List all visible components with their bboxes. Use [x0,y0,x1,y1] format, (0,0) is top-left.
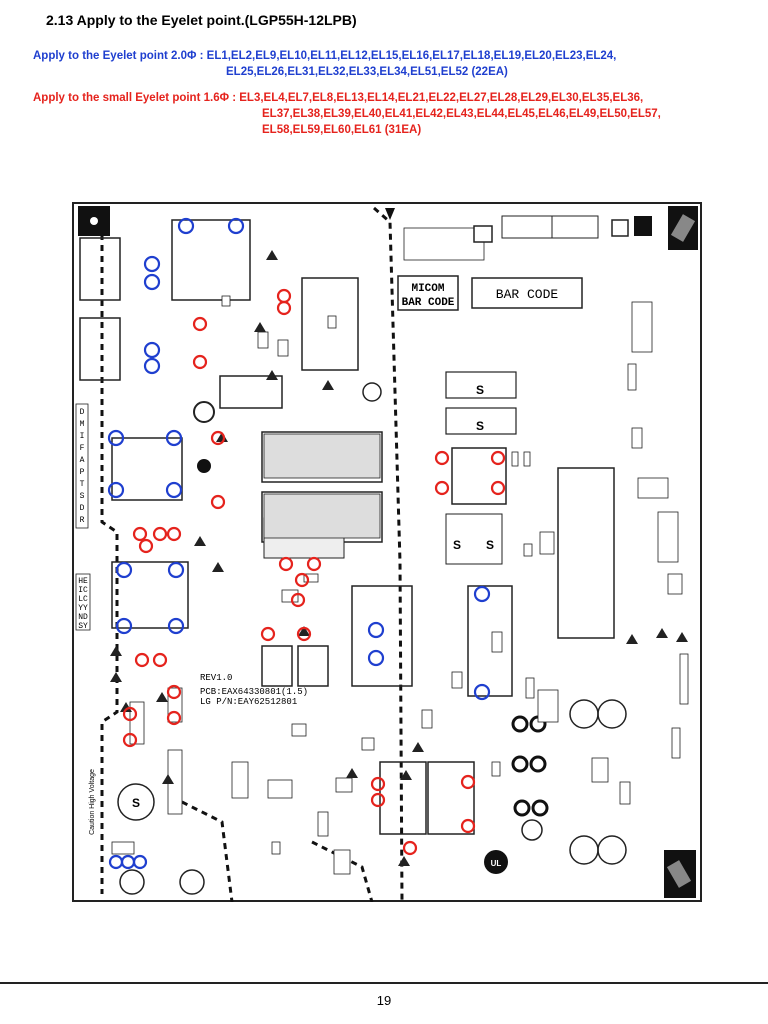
svg-text:YY: YY [78,604,88,613]
red-eyelet-line-3: EL58,EL59,EL60,EL61 (31EA) [262,124,422,136]
svg-text:S: S [80,492,85,501]
pcb-board-diagram: MICOM BAR CODE BAR CODE S S S S S D M I … [72,202,702,902]
revision-label: REV1.0 [200,673,232,683]
micom-barcode-label: BAR CODE [402,297,455,309]
svg-text:LC: LC [78,595,88,604]
svg-text:I: I [80,432,85,441]
lg-part-number: LG P/N:EAY62512801 [200,697,297,707]
caution-high-voltage: Caution High Voltage [89,769,96,835]
svg-text:D: D [80,504,85,513]
s-mark: S [476,419,484,433]
svg-text:M: M [80,420,85,429]
section-heading: 2.13 Apply to the Eyelet point.(LGP55H-1… [46,12,357,28]
svg-text:A: A [80,456,85,465]
pcb-part-number: PCB:EAX64330801(1.5) [200,687,308,697]
svg-text:P: P [80,468,85,477]
s-mark: S [453,538,461,552]
svg-text:ND: ND [78,613,88,622]
svg-text:F: F [80,444,85,453]
svg-text:UL: UL [491,859,502,868]
red-eyelet-line-1: Apply to the small Eyelet point 1.6Φ : E… [33,92,644,104]
footer-rule [0,982,768,984]
blue-eyelet-line-2: EL25,EL26,EL31,EL32,EL33,EL34,EL51,EL52 … [226,66,508,78]
red-eyelet-group [122,288,506,856]
s-mark: S [476,383,484,397]
svg-text:SY: SY [78,622,88,631]
red-eyelet-line-2: EL37,EL38,EL39,EL40,EL41,EL42,EL43,EL44,… [262,108,661,120]
blue-eyelet-line-1: Apply to the Eyelet point 2.0Φ : EL1,EL2… [33,50,617,62]
svg-text:R: R [80,516,85,525]
s-mark: S [132,796,140,810]
svg-text:IC: IC [78,586,88,595]
s-mark: S [486,538,494,552]
svg-text:D: D [80,408,85,417]
blue-eyelet-group [107,217,491,870]
barcode-label: BAR CODE [496,287,559,302]
page-number: 19 [376,993,392,1008]
svg-text:T: T [80,480,85,489]
svg-text:HE: HE [78,577,88,586]
board-outline [72,202,702,902]
micom-label: MICOM [411,283,444,295]
